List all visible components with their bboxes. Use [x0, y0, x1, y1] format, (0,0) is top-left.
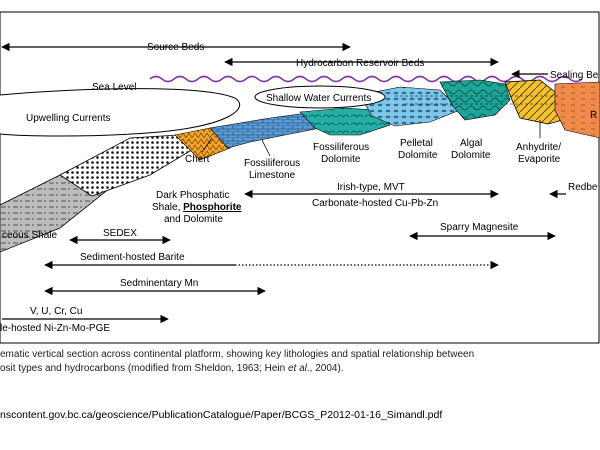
label-phosphorite: Phosphorite	[183, 202, 242, 213]
label-anhydrite-2: Evaporite	[518, 154, 561, 165]
label-red-right: R	[590, 110, 597, 121]
label-pelletal-dolomite-2: Dolomite	[398, 150, 438, 161]
label-anhydrite-1: Anhydrite/	[516, 142, 561, 153]
limestone-pointer	[261, 139, 271, 157]
caption-line-1: ematic vertical section across continent…	[0, 349, 475, 360]
label-sedex: SEDEX	[103, 228, 137, 239]
label-source-beds: Source Beds	[147, 42, 204, 53]
label-redbe: Redbe	[568, 182, 598, 193]
label-upwelling-currents: Upwelling Currents	[26, 113, 110, 124]
figure-caption: ematic vertical section across continent…	[0, 348, 600, 376]
fossiliferous-dolomite-unit	[299, 107, 391, 136]
label-chert: Chert	[185, 154, 210, 165]
label-dark-phosphatic-2: Shale, Phosphorite	[152, 202, 242, 213]
label-irish-type: Irish-type, MVT	[337, 182, 405, 193]
label-sparry-magnesite: Sparry Magnesite	[440, 222, 519, 233]
label-fossiliferous-limestone-1: Fossiliferous	[244, 158, 300, 169]
diagram-frame	[0, 11, 600, 344]
label-hydrocarbon-reservoir-beds: Hydrocarbon Reservoir Beds	[296, 58, 424, 69]
sea-surface-wave	[149, 75, 583, 83]
label-fossiliferous-dolomite-2: Dolomite	[321, 154, 361, 165]
label-algal-dolomite-2: Dolomite	[451, 150, 491, 161]
chert-pointer	[201, 137, 213, 153]
label-dark-phosphatic-2a: Shale,	[152, 202, 183, 213]
label-sediment-hosted-barite: Sediment-hosted Barite	[80, 252, 185, 263]
label-fossiliferous-limestone-2: Limestone	[249, 170, 296, 181]
evaporite-unit	[504, 79, 571, 125]
label-sea-level: Sea Level	[92, 82, 136, 93]
source-url: nscontent.gov.bc.ca/geoscience/Publicati…	[0, 409, 443, 421]
label-dark-phosphatic-3: and Dolomite	[164, 214, 223, 225]
label-dark-phosphatic-1: Dark Phosphatic	[156, 190, 229, 201]
caption-et-al: et al	[287, 363, 307, 374]
upwelling-currents-loop	[0, 88, 241, 137]
label-v-u-cr-cu: V, U, Cr, Cu	[30, 306, 82, 317]
fossiliferous-limestone-unit	[209, 111, 321, 149]
caption-line-2: osit types and hydrocarbons (modified fr…	[0, 362, 600, 376]
label-shale-hosted: le-hosted Ni-Zn-Mo-PGE	[0, 323, 110, 334]
cross-section-diagram: Source Beds Hydrocarbon Reservoir Beds S…	[0, 11, 600, 344]
label-sealing-beds: Sealing Be	[550, 70, 599, 81]
label-algal-dolomite-1: Algal	[460, 138, 482, 149]
label-shallow-water-currents: Shallow Water Currents	[266, 93, 371, 104]
phosphorite-band	[59, 134, 207, 197]
shallow-water-currents-loop	[254, 85, 386, 109]
label-ceous-shale: ceous Shale	[2, 230, 57, 241]
caption-line-2a: osit types and hydrocarbons (modified fr…	[0, 363, 288, 374]
algal-dolomite-unit	[439, 79, 511, 121]
redbed-unit	[554, 81, 600, 139]
label-fossiliferous-dolomite-1: Fossiliferous	[313, 142, 369, 153]
label-carbonate-hosted: Carbonate-hosted Cu-Pb-Zn	[312, 198, 438, 209]
label-sedimentary-mn: Sedminentary Mn	[120, 278, 198, 289]
caption-line-2c: ., 2004).	[306, 363, 344, 374]
label-pelletal-dolomite-1: Pelletal	[400, 138, 433, 149]
